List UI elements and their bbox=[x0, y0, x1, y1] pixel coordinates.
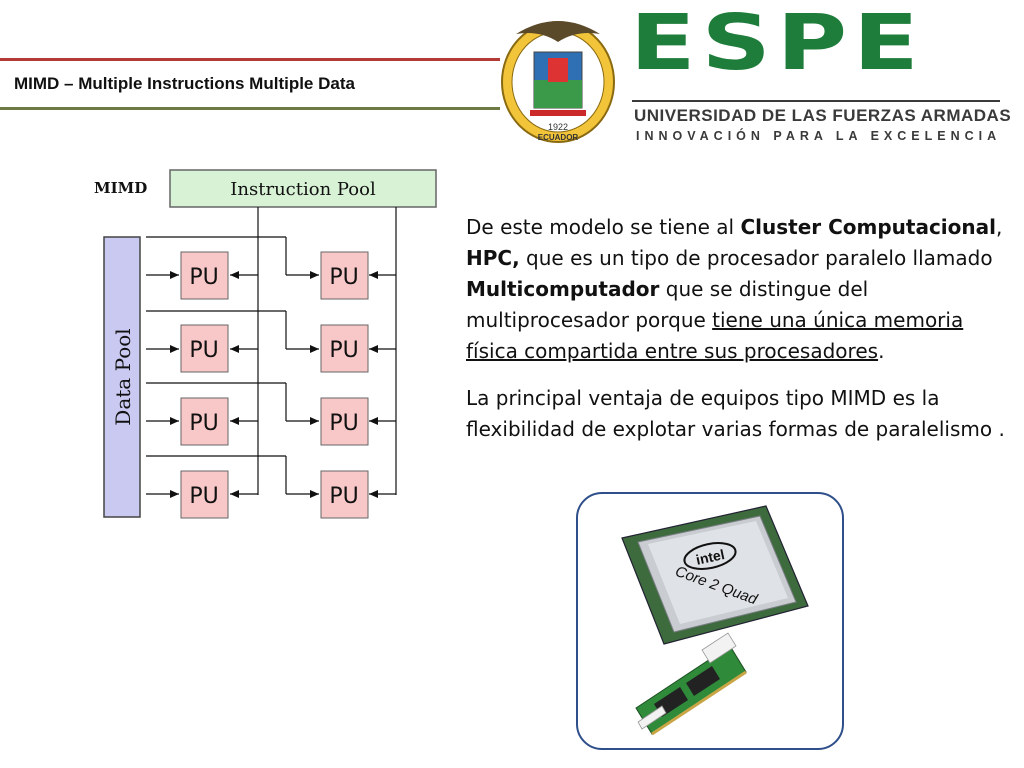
espe-logo: 1922 ECUADOR ESPE UNIVERSIDAD DE LAS FUE… bbox=[496, 4, 1016, 146]
title-rule-top bbox=[0, 58, 500, 61]
data-pool-label: Data Pool bbox=[111, 328, 135, 425]
pu-label: PU bbox=[189, 338, 218, 363]
pu-label: PU bbox=[189, 265, 218, 290]
cpu-chip-icon: intel Core 2 Quad bbox=[621, 505, 809, 645]
p1-bold-hpc: HPC, bbox=[466, 246, 520, 270]
pu-box bbox=[180, 470, 229, 519]
pu-row-3: PU PU bbox=[146, 382, 396, 446]
ram-module-icon bbox=[635, 632, 747, 736]
body-text: De este modelo se tiene al Cluster Compu… bbox=[466, 212, 1006, 461]
seal-country: ECUADOR bbox=[538, 133, 579, 142]
pu-row-2: PU PU bbox=[146, 310, 396, 373]
pu-box bbox=[180, 324, 229, 373]
pu-label: PU bbox=[329, 411, 358, 436]
pu-label: PU bbox=[329, 338, 358, 363]
slide-title: MIMD – Multiple Instructions Multiple Da… bbox=[14, 74, 355, 93]
paragraph-2: La principal ventaja de equipos tipo MIM… bbox=[466, 386, 1005, 441]
mimd-corner-label: MIMD bbox=[94, 179, 147, 197]
pu-box bbox=[320, 397, 369, 446]
p1-text-3: que es un tipo de procesador paralelo ll… bbox=[519, 246, 993, 270]
data-pool-box bbox=[103, 236, 141, 518]
pu-label: PU bbox=[329, 484, 358, 509]
pu-row-4: PU PU bbox=[146, 455, 396, 519]
espe-wordmark: ESPE bbox=[630, 0, 925, 88]
university-seal-icon: 1922 ECUADOR bbox=[501, 21, 615, 143]
hardware-photo: intel Core 2 Quad bbox=[576, 492, 844, 750]
hardware-illustration: intel Core 2 Quad bbox=[621, 505, 809, 736]
logo-divider bbox=[632, 100, 1000, 102]
instruction-pool-box bbox=[169, 169, 437, 208]
pu-box bbox=[320, 251, 369, 300]
chip-brand-label: intel bbox=[694, 546, 725, 568]
seal-year: 1922 bbox=[548, 122, 568, 132]
p1-text-2: , bbox=[996, 215, 1003, 239]
pu-label: PU bbox=[329, 265, 358, 290]
pu-box bbox=[320, 470, 369, 519]
pu-box bbox=[180, 251, 229, 300]
pu-row-1: PU PU bbox=[146, 236, 396, 300]
title-rule-bottom bbox=[0, 107, 500, 110]
paragraph-1: De este modelo se tiene al Cluster Compu… bbox=[466, 212, 1006, 367]
pu-box bbox=[180, 397, 229, 446]
pu-label: PU bbox=[189, 484, 218, 509]
pu-label: PU bbox=[189, 411, 218, 436]
pu-box bbox=[320, 324, 369, 373]
logo-university-name: UNIVERSIDAD DE LAS FUERZAS ARMADAS bbox=[634, 106, 1012, 125]
p1-text-1: De este modelo se tiene al bbox=[466, 215, 741, 239]
p1-bold-cluster: Cluster Computacional bbox=[740, 215, 996, 239]
p1-text-4: que se distingue del multiprocesador por… bbox=[466, 277, 869, 332]
mimd-diagram: MIMD Instruction Pool Data Pool PU PU PU… bbox=[94, 169, 437, 519]
p1-text-5: . bbox=[878, 339, 885, 363]
p1-underlined: tiene una única memoria física compartid… bbox=[466, 308, 964, 363]
instruction-pool-label: Instruction Pool bbox=[230, 179, 376, 200]
title-bar: MIMD – Multiple Instructions Multiple Da… bbox=[0, 58, 500, 110]
logo-motto: INNOVACIÓN PARA LA EXCELENCIA bbox=[636, 129, 1002, 143]
p1-bold-multicomputador: Multicomputador bbox=[466, 277, 660, 301]
